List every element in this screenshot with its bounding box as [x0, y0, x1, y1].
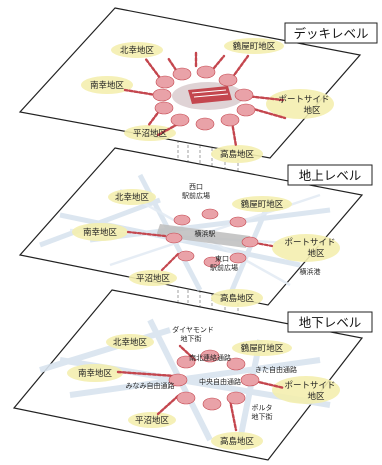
- deck-district-portside-1: ポートサイド: [278, 95, 329, 105]
- deck-level-title: デッキレベル: [293, 26, 368, 41]
- underground-labels: 地下レベル 北幸地区 鶴屋町地区 南幸地区 ポートサイド 地区 平沼地区 高島地…: [78, 311, 373, 447]
- underground-place-north-south: 南北連絡通路: [189, 353, 231, 362]
- ground-district-hiranuma: 平沼地区: [136, 273, 171, 284]
- deck-district-tsuruyacho: 鶴屋町地区: [233, 41, 276, 52]
- ground-district-minamisaiwai: 南幸地区: [83, 227, 118, 238]
- ground-district-portside-1: ポートサイド: [284, 238, 335, 248]
- ground-labels: 地上レベル 北幸地区 鶴屋町地区 南幸地区 ポートサイド 地区 平沼地区 高島地…: [83, 164, 373, 304]
- deck-district-blobs: [81, 38, 334, 163]
- deck-routes: [123, 50, 287, 148]
- deck-labels: デッキレベル 北幸地区 鶴屋町地区 南幸地区 ポートサイド 地区 平沼地区 高島…: [90, 22, 378, 160]
- ground-level-title: 地上レベル: [299, 168, 362, 183]
- underground-place-porta-2: 地下街: [252, 412, 273, 421]
- underground-place-minami-free: みなみ自由通路: [126, 381, 175, 390]
- underground-nodes: [168, 349, 260, 411]
- deck-district-kitasaiwai: 北幸地区: [120, 45, 155, 56]
- underground-district-minamisaiwai: 南幸地区: [78, 368, 113, 379]
- underground-place-diamond-1: ダイヤモンド: [172, 325, 214, 334]
- ground-place-yokohama-port: 横浜港: [300, 267, 321, 276]
- underground-level-title: 地下レベル: [299, 315, 362, 330]
- ground-district-portside-2: 地区: [307, 248, 325, 259]
- underground-place-chuo-free: 中央自由通路: [199, 377, 241, 386]
- underground-district-takashima: 高島地区: [220, 436, 255, 447]
- ground-place-west-plaza-1: 西口: [189, 183, 203, 191]
- ground-district-blobs: [72, 189, 340, 307]
- underground-district-tsuruyacho: 鶴屋町地区: [241, 343, 284, 354]
- deck-district-hiranuma: 平沼地区: [133, 128, 168, 139]
- ground-place-west-plaza-2: 駅前広場: [182, 191, 210, 200]
- deck-district-takashima: 高島地区: [220, 149, 255, 160]
- underground-place-porta-1: ポルタ: [252, 403, 273, 412]
- deck-hub: [188, 86, 232, 104]
- ground-place-east-plaza-2: 駅前広場: [210, 263, 238, 272]
- underground-district-portside-1: ポートサイド: [284, 381, 335, 391]
- ground-district-kitasaiwai: 北幸地区: [115, 192, 150, 203]
- deck-district-portside-2: 地区: [303, 105, 321, 116]
- ground-nodes: [165, 208, 259, 268]
- ground-district-tsuruyacho: 鶴屋町地区: [241, 199, 284, 210]
- underground-place-diamond-2: 地下街: [181, 334, 202, 343]
- underground-district-blobs: [67, 334, 340, 450]
- deck-district-minamisaiwai: 南幸地区: [90, 80, 125, 91]
- ground-place-station: 横浜駅: [195, 229, 216, 238]
- underground-place-kita-free: きた自由通路: [255, 365, 297, 374]
- underground-district-hiranuma: 平沼地区: [135, 415, 170, 426]
- deck-nodes: [152, 65, 256, 131]
- underground-district-kitasaiwai: 北幸地区: [113, 337, 148, 348]
- underground-district-portside-2: 地区: [307, 391, 325, 402]
- ground-district-takashima: 高島地区: [220, 293, 255, 304]
- ground-place-east-plaza-1: 東口: [215, 254, 229, 263]
